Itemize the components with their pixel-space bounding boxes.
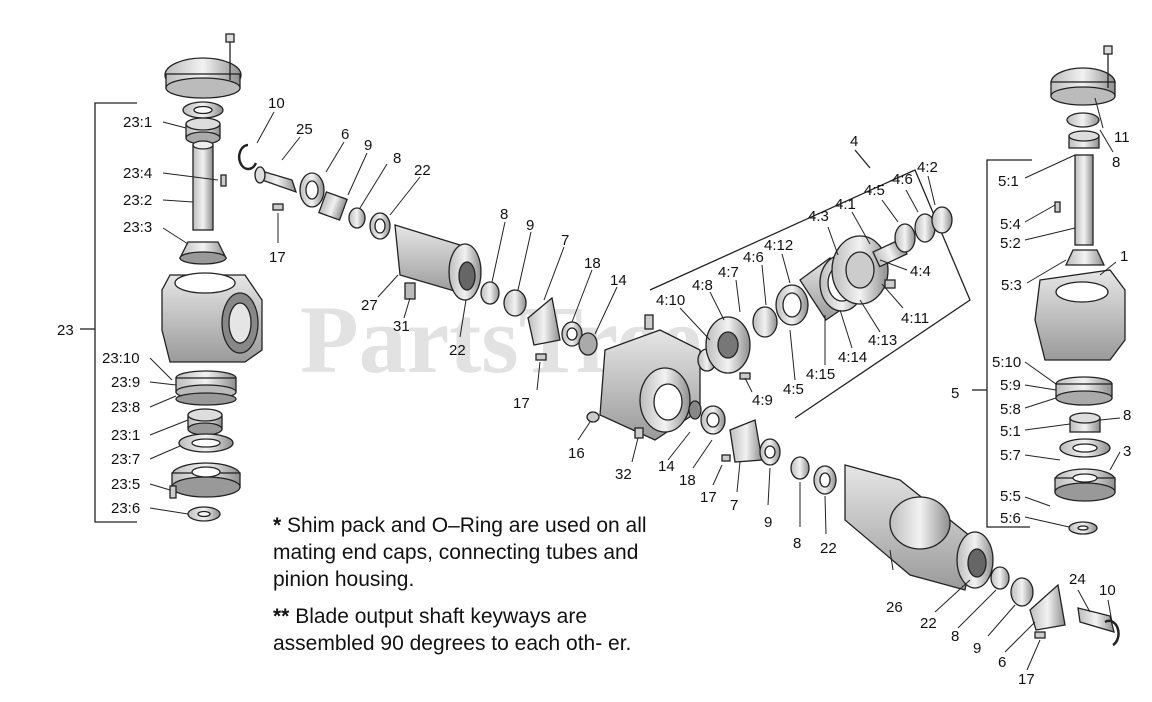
part-label: 5:10 [992, 354, 1021, 371]
left-gearbox-assembly [80, 33, 263, 523]
part-label: 7 [561, 232, 569, 249]
part-labels: 23:1 23:4 23:2 23:3 23 23:10 23:9 23:8 2… [57, 95, 1131, 688]
part-label: 17 [700, 489, 717, 506]
part-label: 5:4 [1000, 216, 1021, 233]
part-label: 6 [341, 126, 349, 143]
part-label: 4:2 [917, 159, 938, 176]
part-label: 23:9 [111, 374, 140, 391]
part-label: 23:1 [123, 114, 152, 131]
part-label: 22 [449, 342, 466, 359]
part-label: 23:3 [123, 219, 152, 236]
part-label: 5:8 [1000, 401, 1021, 418]
part-label: 9 [973, 640, 981, 657]
part-label: 4:6 [892, 171, 913, 188]
pinion-cage-assembly [649, 149, 971, 419]
part-label: 8 [1112, 154, 1120, 171]
part-label: 9 [526, 217, 534, 234]
note-marker: ** [273, 605, 290, 628]
part-label: 5:3 [1001, 277, 1022, 294]
part-label: 22 [920, 615, 937, 632]
part-label: 23:4 [123, 165, 152, 182]
part-label: 17 [513, 395, 530, 412]
part-label: 4:6 [743, 249, 764, 266]
part-label: 14 [658, 458, 675, 475]
part-label: 8 [951, 628, 959, 645]
part-label: 31 [393, 318, 410, 335]
note-text: Blade output shaft keyways are assembled… [273, 605, 632, 655]
part-label: 14 [610, 272, 627, 289]
part-label: 4:8 [692, 277, 713, 294]
part-label: 4:10 [656, 292, 685, 309]
part-label: 16 [568, 445, 585, 462]
part-label: 5:9 [1000, 377, 1021, 394]
part-label: 26 [886, 599, 903, 616]
part-label: 4:12 [764, 237, 793, 254]
part-label: 4:4 [910, 263, 931, 280]
upper-tube-train [237, 143, 598, 361]
part-label: 4:14 [838, 349, 867, 366]
part-label: 5:1 [1000, 423, 1021, 440]
part-label: 5:2 [1000, 235, 1021, 252]
part-label: 23:2 [123, 192, 152, 209]
part-label: 23:7 [111, 451, 140, 468]
part-label: 32 [615, 466, 632, 483]
part-label: 10 [268, 95, 285, 112]
note-shim-pack: * Shim pack and O–Ring are used on all m… [273, 512, 693, 593]
part-label: 4:1 [835, 196, 856, 213]
pinion-housing [586, 314, 751, 462]
part-label: 23:5 [111, 476, 140, 493]
part-label: 4:15 [806, 366, 835, 383]
part-label: 4:13 [868, 332, 897, 349]
right-gearbox-assembly [972, 45, 1126, 535]
part-label: 23 [57, 322, 74, 339]
part-label: 1 [1120, 248, 1128, 265]
part-label: 17 [269, 249, 286, 266]
note-keyways: ** Blade output shaft keyways are assemb… [273, 603, 693, 657]
part-label: 7 [730, 497, 738, 514]
part-label: 27 [361, 297, 378, 314]
part-label: 4:5 [864, 182, 885, 199]
note-text: Shim pack and O–Ring are used on all mat… [273, 514, 647, 591]
part-label: 17 [1018, 671, 1035, 688]
part-label: 4:5 [783, 381, 804, 398]
note-marker: * [273, 514, 282, 537]
part-label: 22 [414, 162, 431, 179]
part-label: 3 [1123, 443, 1131, 460]
part-label: 23:8 [111, 399, 140, 416]
part-label: 6 [998, 654, 1006, 671]
part-label: 5 [951, 385, 959, 402]
part-label: 4:7 [718, 264, 739, 281]
lower-tube-train [729, 419, 1120, 647]
part-label: 25 [296, 121, 313, 138]
part-label: 5:1 [998, 173, 1019, 190]
part-label: 18 [679, 472, 696, 489]
part-label: 23:6 [111, 500, 140, 517]
part-label: 22 [820, 540, 837, 557]
assembly-notes: * Shim pack and O–Ring are used on all m… [273, 512, 693, 667]
part-label: 18 [584, 255, 601, 272]
part-label: 5:7 [1000, 447, 1021, 464]
part-label: 8 [793, 535, 801, 552]
part-label: 4:3 [808, 208, 829, 225]
part-label: 4 [850, 133, 858, 150]
leader-lines [149, 97, 1121, 671]
part-label: 4:9 [752, 392, 773, 409]
part-label: 10 [1099, 582, 1116, 599]
part-label: 8 [1123, 407, 1131, 424]
part-label: 5:6 [1000, 510, 1021, 527]
part-label: 9 [364, 137, 372, 154]
part-label: 8 [393, 150, 401, 167]
part-label: 23:1 [111, 427, 140, 444]
part-label: 24 [1069, 571, 1086, 588]
part-label: 23:10 [102, 350, 140, 367]
part-label: 8 [500, 206, 508, 223]
part-label: 5:5 [1000, 488, 1021, 505]
part-label: 4:11 [901, 310, 929, 327]
part-label: 9 [764, 514, 772, 531]
part-label: 11 [1114, 129, 1130, 146]
